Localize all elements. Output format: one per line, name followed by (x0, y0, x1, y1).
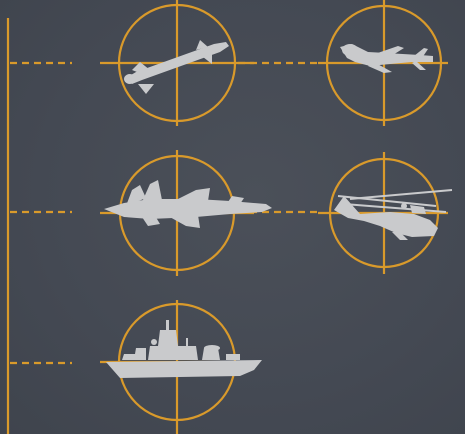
drone-icon (340, 44, 433, 73)
fighter-jet-icon (104, 180, 272, 228)
helicopter-icon (334, 190, 452, 240)
